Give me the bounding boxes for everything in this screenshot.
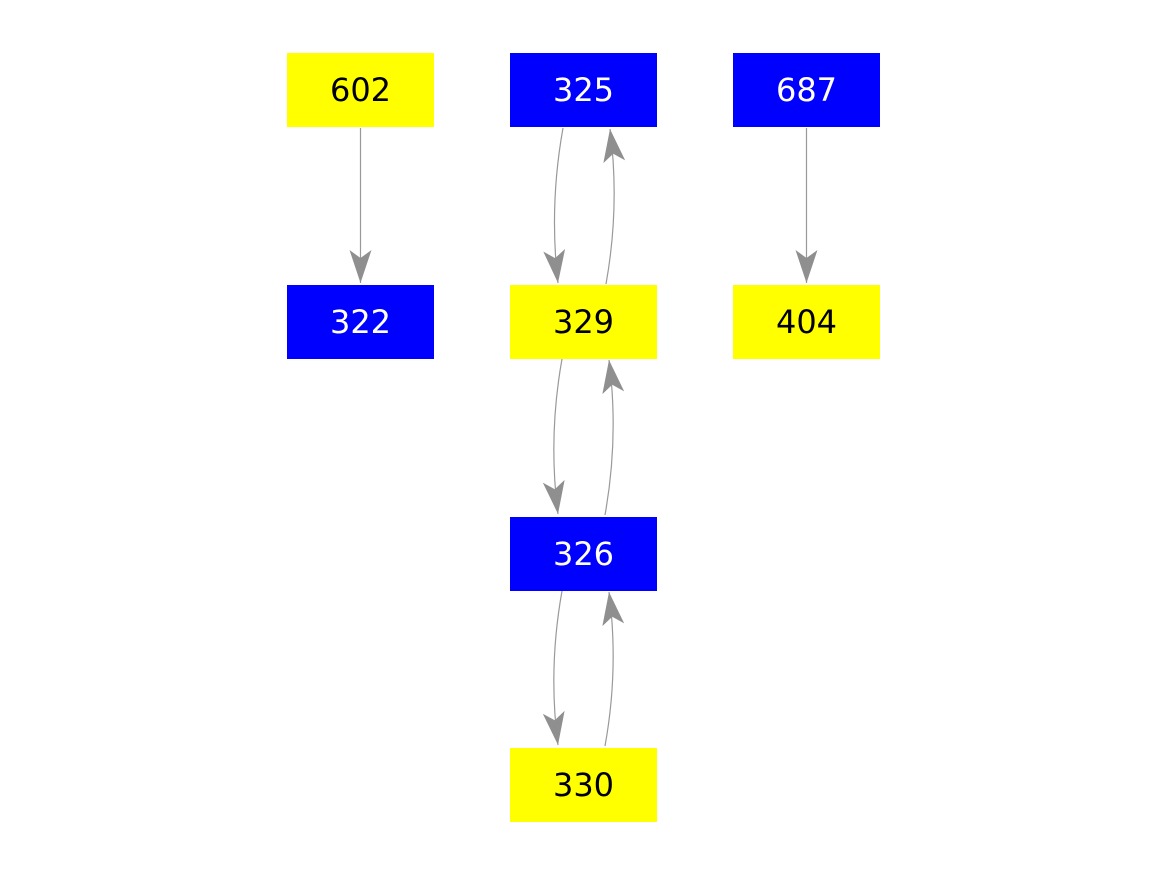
node-326: 326 (510, 517, 657, 591)
node-label: 602 (329, 71, 392, 109)
node-404: 404 (733, 285, 880, 359)
edge-325-329 (543, 127, 566, 284)
node-322: 322 (287, 285, 434, 359)
node-329: 329 (510, 285, 657, 359)
edge-326-329 (602, 359, 625, 516)
node-label: 325 (552, 71, 615, 109)
edge-326-330 (542, 590, 565, 746)
node-325: 325 (510, 53, 657, 127)
node-602: 602 (287, 53, 434, 127)
edge-329-325 (603, 128, 626, 285)
node-label: 330 (552, 766, 615, 804)
node-label: 329 (552, 303, 615, 341)
edge-329-326 (542, 358, 565, 515)
edge-330-326 (602, 591, 625, 747)
node-label: 322 (329, 303, 392, 341)
node-330: 330 (510, 748, 657, 822)
node-label: 404 (775, 303, 838, 341)
node-label: 326 (552, 535, 615, 573)
node-label: 687 (775, 71, 838, 109)
node-687: 687 (733, 53, 880, 127)
